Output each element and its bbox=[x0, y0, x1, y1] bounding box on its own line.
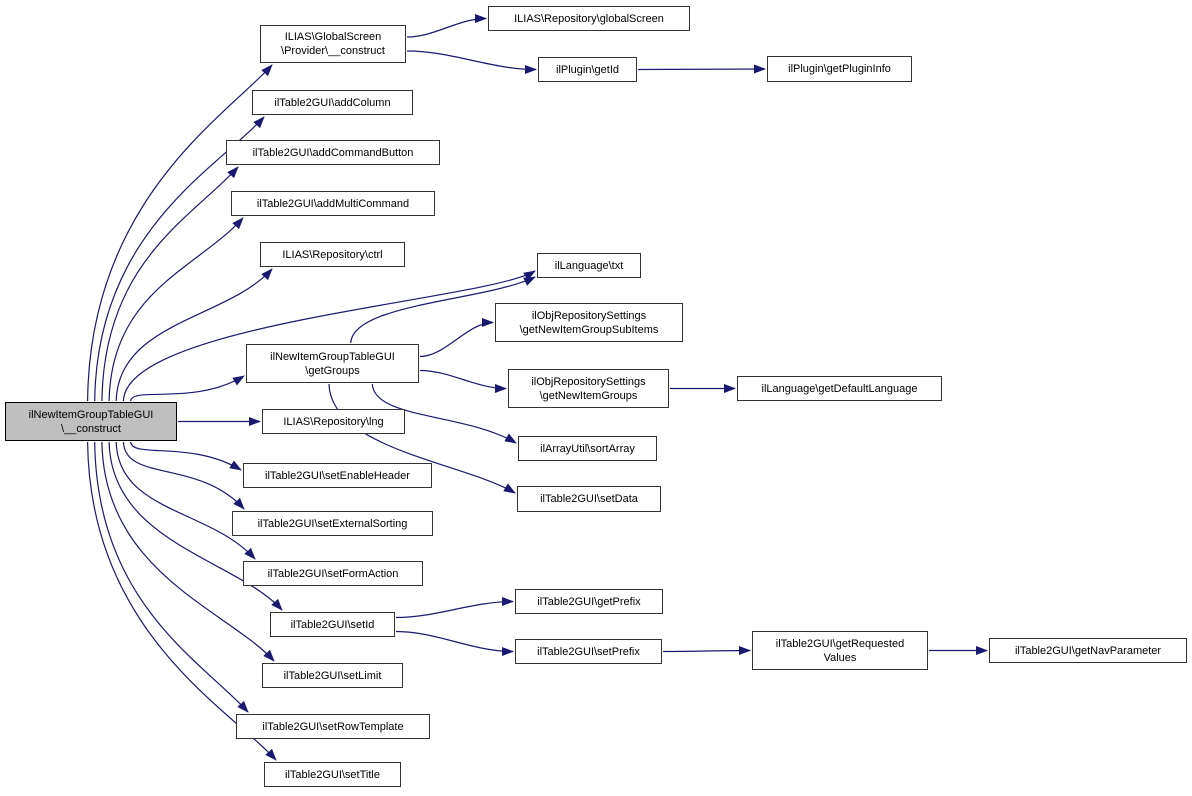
graph-node-repository_globalscreen[interactable]: ILIAS\Repository\globalScreen bbox=[488, 6, 690, 31]
call-edge-construct-to-illanguage_txt bbox=[122, 270, 536, 402]
graph-node-label: ilTable2GUI\setFormAction bbox=[267, 567, 399, 580]
graph-node-label: ilTable2GUI\setPrefix bbox=[537, 645, 640, 658]
graph-node-label: ilNewItemGroupTableGUI bbox=[270, 350, 395, 363]
call-edge-construct-to-getgroups bbox=[130, 375, 245, 402]
graph-node-plugin_getid[interactable]: ilPlugin\getId bbox=[538, 57, 637, 82]
call-edge-construct-to-repository_ctrl bbox=[115, 268, 273, 402]
call-edge-construct-to-setexternalsorting bbox=[122, 441, 245, 510]
graph-node-getnewitemgroupsubitems[interactable]: ilObjRepositorySettings\getNewItemGroupS… bbox=[495, 303, 683, 342]
call-edge-getgroups-to-setdata bbox=[328, 383, 516, 494]
graph-node-label: \getGroups bbox=[305, 364, 360, 377]
graph-node-label: ilTable2GUI\addColumn bbox=[274, 96, 391, 109]
graph-node-illanguage_txt[interactable]: ilLanguage\txt bbox=[537, 253, 641, 278]
graph-node-label: \getNewItemGroupSubItems bbox=[519, 323, 659, 336]
graph-node-getnavparameter[interactable]: ilTable2GUI\getNavParameter bbox=[989, 638, 1187, 663]
graph-node-addmulticommand[interactable]: ilTable2GUI\addMultiCommand bbox=[231, 191, 435, 216]
graph-node-label: ilArrayUtil\sortArray bbox=[540, 442, 635, 455]
graph-node-setlimit[interactable]: ilTable2GUI\setLimit bbox=[262, 663, 403, 688]
call-edge-plugin_getid-to-plugin_getplugininfo bbox=[637, 64, 766, 74]
graph-node-getdefaultlanguage[interactable]: ilLanguage\getDefaultLanguage bbox=[737, 376, 942, 401]
call-edge-construct-to-setlimit bbox=[101, 441, 275, 662]
graph-node-repository_ctrl[interactable]: ILIAS\Repository\ctrl bbox=[260, 242, 405, 267]
call-edge-setid-to-setprefix bbox=[395, 630, 514, 656]
graph-node-settitle[interactable]: ilTable2GUI\setTitle bbox=[264, 762, 401, 787]
graph-node-label: ilTable2GUI\setTitle bbox=[285, 768, 380, 781]
graph-node-setprefix[interactable]: ilTable2GUI\setPrefix bbox=[515, 639, 662, 664]
graph-node-construct: ilNewItemGroupTableGUI\__construct bbox=[5, 402, 177, 441]
graph-node-getprefix[interactable]: ilTable2GUI\getPrefix bbox=[515, 589, 663, 614]
graph-node-setid[interactable]: ilTable2GUI\setId bbox=[270, 612, 395, 637]
graph-node-setformaction[interactable]: ilTable2GUI\setFormAction bbox=[243, 561, 423, 586]
graph-node-getgroups[interactable]: ilNewItemGroupTableGUI\getGroups bbox=[246, 344, 419, 383]
graph-node-label: ilTable2GUI\getPrefix bbox=[537, 595, 641, 608]
graph-node-repository_lng[interactable]: ILIAS\Repository\lng bbox=[262, 409, 405, 434]
graph-node-label: \Provider\__construct bbox=[281, 45, 385, 57]
graph-node-label: ilTable2GUI\setExternalSorting bbox=[257, 517, 408, 530]
call-edge-globalscreen_provider-to-repository_globalscreen bbox=[406, 14, 487, 38]
graph-node-sortarray[interactable]: ilArrayUtil\sortArray bbox=[518, 436, 657, 461]
graph-node-plugin_getplugininfo[interactable]: ilPlugin\getPluginInfo bbox=[767, 56, 912, 82]
call-edge-getgroups-to-getnewitemgroupsubitems bbox=[419, 318, 494, 358]
graph-node-label: ilPlugin\getPluginInfo bbox=[788, 63, 891, 75]
graph-node-label: ILIAS\Repository\globalScreen bbox=[514, 12, 664, 25]
call-edge-setid-to-getprefix bbox=[395, 597, 514, 619]
call-edge-construct-to-setformaction bbox=[115, 441, 256, 560]
graph-node-label: ilLanguage\txt bbox=[554, 259, 624, 272]
call-edge-setprefix-to-getrequestedvalues bbox=[662, 646, 751, 656]
graph-node-label: ilLanguage\getDefaultLanguage bbox=[761, 382, 918, 395]
graph-node-label: \getNewItemGroups bbox=[539, 389, 638, 402]
graph-node-label: ilPlugin\getId bbox=[556, 63, 619, 76]
call-edge-construct-to-settitle bbox=[87, 441, 277, 761]
call-edge-construct-to-setrowtemplate bbox=[94, 441, 249, 713]
call-edge-construct-to-setid bbox=[108, 441, 283, 611]
call-edge-construct-to-addcommandbutton bbox=[101, 166, 239, 402]
call-edge-construct-to-addcolumn bbox=[94, 116, 265, 402]
graph-node-label: ILIAS\Repository\ctrl bbox=[282, 248, 383, 261]
graph-node-label: ilTable2GUI\setEnableHeader bbox=[265, 469, 410, 482]
call-edge-getgroups-to-sortarray bbox=[371, 383, 517, 444]
graph-node-setdata[interactable]: ilTable2GUI\setData bbox=[517, 486, 661, 512]
call-edge-getgroups-to-illanguage_txt bbox=[350, 276, 536, 344]
graph-node-label: ILIAS\Repository\lng bbox=[283, 415, 384, 428]
graph-node-setenableheader[interactable]: ilTable2GUI\setEnableHeader bbox=[243, 463, 432, 488]
graph-node-label: ilTable2GUI\addCommandButton bbox=[252, 146, 414, 159]
graph-node-setexternalsorting[interactable]: ilTable2GUI\setExternalSorting bbox=[232, 511, 433, 536]
graph-node-label: ilTable2GUI\getNavParameter bbox=[1014, 644, 1162, 657]
graph-node-label: ilTable2GUI\addMultiCommand bbox=[256, 197, 410, 210]
graph-node-label: ilTable2GUI\getRequested bbox=[775, 637, 905, 650]
graph-node-label: ilTable2GUI\setRowTemplate bbox=[262, 720, 404, 733]
call-edge-getgroups-to-getnewitemgroups bbox=[419, 369, 507, 393]
graph-node-label: ilTable2GUI\setLimit bbox=[283, 669, 382, 682]
graph-node-label: \__construct bbox=[61, 422, 121, 435]
graph-node-label: ilNewItemGroupTableGUI bbox=[28, 408, 154, 421]
call-edge-construct-to-setenableheader bbox=[130, 441, 242, 471]
graph-node-label: ilObjRepositorySettings bbox=[531, 309, 647, 322]
graph-node-label: ilTable2GUI\setData bbox=[540, 493, 638, 505]
call-edge-globalscreen_provider-to-plugin_getid bbox=[406, 50, 537, 74]
call-edge-construct-to-globalscreen_provider bbox=[87, 64, 273, 402]
graph-node-label: ilObjRepositorySettings bbox=[531, 375, 646, 388]
graph-node-getnewitemgroups[interactable]: ilObjRepositorySettings\getNewItemGroups bbox=[508, 369, 669, 408]
graph-node-addcolumn[interactable]: ilTable2GUI\addColumn bbox=[252, 90, 413, 115]
graph-node-addcommandbutton[interactable]: ilTable2GUI\addCommandButton bbox=[226, 140, 440, 165]
graph-node-label: Values bbox=[823, 651, 857, 664]
graph-node-globalscreen_provider[interactable]: ILIAS\GlobalScreen \Provider\__construct bbox=[260, 25, 406, 63]
call-edge-construct-to-addmulticommand bbox=[108, 217, 244, 402]
graph-node-label: ILIAS\GlobalScreen bbox=[284, 31, 382, 43]
graph-node-label: ilTable2GUI\setId bbox=[290, 618, 375, 631]
graph-node-setrowtemplate[interactable]: ilTable2GUI\setRowTemplate bbox=[236, 714, 430, 739]
